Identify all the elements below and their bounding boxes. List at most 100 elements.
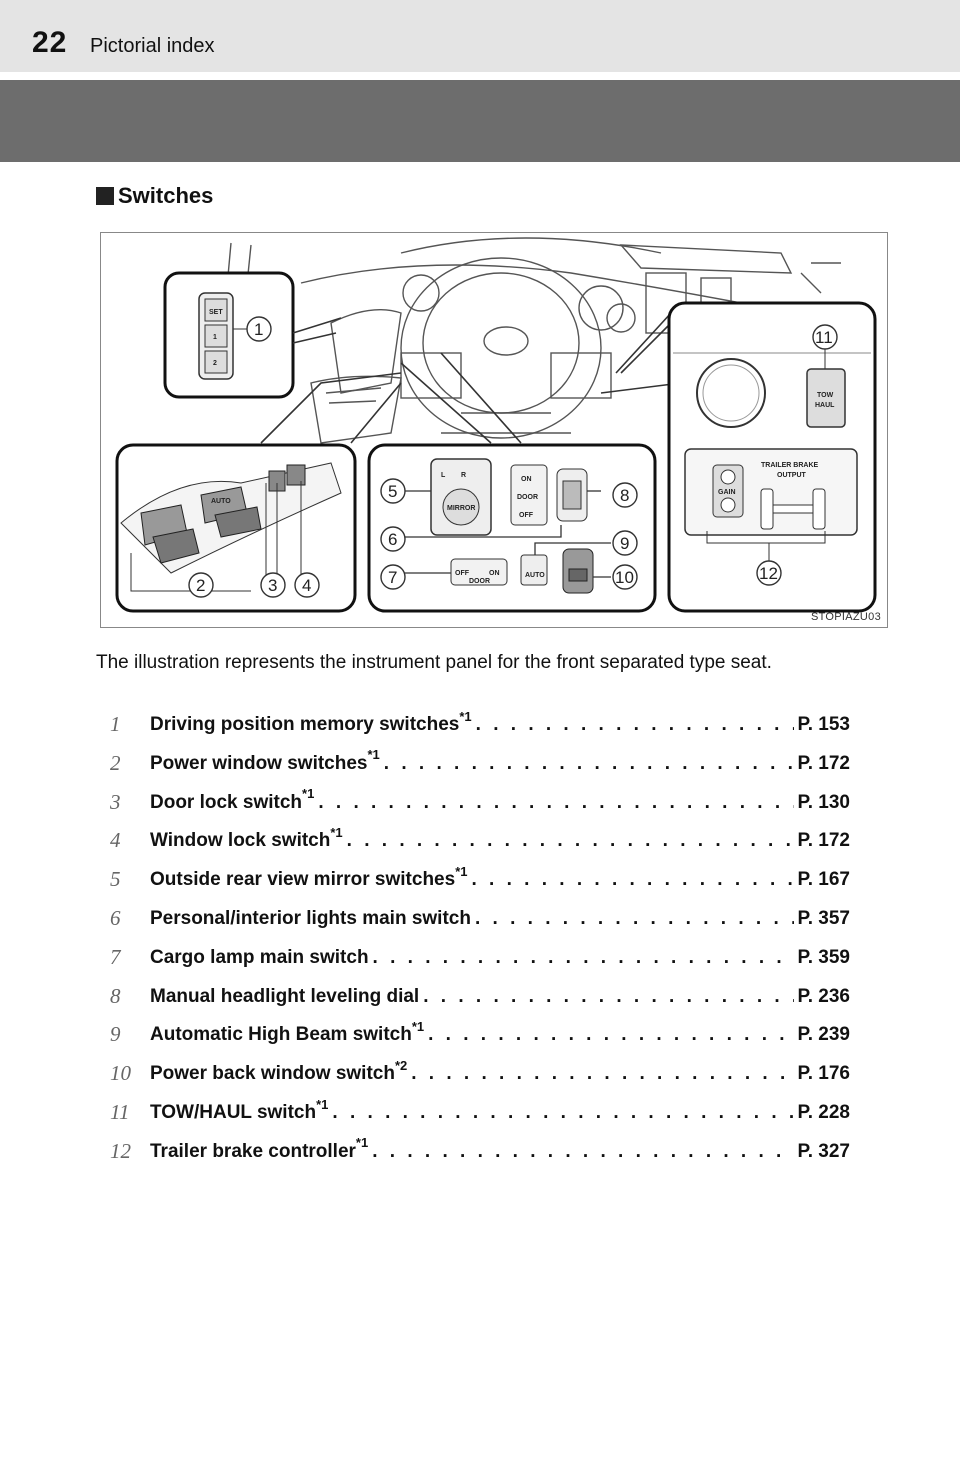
item-label-text: Door lock switch	[150, 791, 303, 813]
item-leader-dots: . . . . . . . . . . . . . . . . . . . . …	[474, 907, 794, 929]
item-number: 9	[110, 1022, 121, 1047]
item-footnote-ref: *1	[302, 786, 315, 802]
callout-12: 12	[759, 564, 778, 583]
item-footnote-ref: *1	[459, 708, 472, 724]
item-page-ref[interactable]: P. 357	[797, 907, 850, 929]
item-line: Door lock switch*1. . . . . . . . . . . …	[150, 787, 850, 814]
item-page-ref[interactable]: P. 153	[797, 714, 850, 735]
memory-1-label: 1	[213, 334, 217, 341]
item-leader-dots: . . . . . . . . . . . . . . . . . . . . …	[372, 946, 794, 968]
item-page-ref[interactable]: P. 172	[797, 752, 850, 774]
callout-11: 11	[815, 328, 833, 347]
item-page-ref[interactable]: P. 167	[797, 869, 850, 891]
callout-2: 2	[196, 576, 205, 595]
page-title: Pictorial index	[90, 35, 215, 57]
item-leader-dots: . . . . . . . . . . . . . . . . . . . . …	[318, 791, 793, 813]
trailer-panel: TOW HAUL 11 TRAILER BRAKE OUTPUT GAIN 12	[615, 301, 877, 613]
item-leader-dots: . . . . . . . . . . . . . . . . . . . . …	[383, 752, 794, 774]
item-page-ref[interactable]: P. 130	[797, 791, 850, 813]
item-line: Personal/interior lights main switch. . …	[150, 908, 850, 930]
trailer-brake-label: TRAILER BRAKE	[761, 462, 818, 469]
item-page-ref[interactable]: P. 176	[797, 1063, 850, 1085]
mirror-label: MIRROR	[447, 505, 475, 512]
item-number: 4	[110, 828, 121, 853]
tow-label: TOW	[817, 392, 834, 399]
item-page-ref[interactable]: P. 228	[797, 1101, 850, 1123]
auto-window-label: AUTO	[211, 498, 231, 505]
set-button-label: SET	[209, 309, 223, 316]
page-header: 22 Pictorial index	[0, 0, 960, 162]
cargo-door-label: DOOR	[469, 578, 490, 585]
list-item: 11 TOW/HAUL switch*1. . . . . . . . . . .…	[110, 1094, 850, 1133]
page-number: 22	[32, 26, 68, 59]
item-number: 5	[110, 867, 121, 892]
list-item: 7 Cargo lamp main switch. . . . . . . . .…	[110, 939, 850, 978]
item-label: TOW/HAUL switch*1	[150, 1098, 328, 1124]
item-page-ref[interactable]: P. 359	[797, 946, 850, 968]
item-footnote-ref: *1	[455, 863, 468, 879]
memory-switch-panel: SET 1 2 1	[163, 271, 342, 399]
list-item: 9 Automatic High Beam switch*1. . . . . .…	[110, 1016, 850, 1055]
item-line: TOW/HAUL switch*1. . . . . . . . . . . .…	[150, 1098, 850, 1124]
item-label-text: TOW/HAUL switch	[150, 1101, 317, 1123]
callout-1: 1	[254, 320, 263, 339]
callout-5: 5	[388, 482, 397, 501]
item-page-ref[interactable]: P. 239	[797, 1024, 850, 1046]
item-leader-dots: . . . . . . . . . . . . . . . . . . . . …	[475, 714, 794, 735]
item-footnote-ref: *1	[367, 747, 380, 763]
callout-8: 8	[620, 486, 629, 505]
item-footnote-ref: *1	[355, 1135, 369, 1151]
illustration-description: The illustration represents the instrume…	[96, 652, 772, 673]
item-footnote-ref: *1	[330, 825, 343, 841]
callout-3: 3	[268, 576, 277, 595]
list-item: 8 Manual headlight leveling dial. . . . .…	[110, 978, 850, 1017]
power-window-panel: AUTO 2 3 4	[115, 443, 357, 613]
item-label: Door lock switch*1	[150, 787, 314, 814]
item-leader-dots: . . . . . . . . . . . . . . . . . . . . …	[332, 1101, 793, 1123]
lower-switch-panel: L R MIRROR ON DOOR OFF OFF ON DOOR AUTO	[367, 443, 657, 613]
list-item: 12 Trailer brake controller*1. . . . . . …	[110, 1133, 850, 1172]
list-item: 2 Power window switches*1. . . . . . . . …	[110, 745, 850, 784]
item-line: Automatic High Beam switch*1. . . . . . …	[150, 1020, 850, 1046]
item-footnote-ref: *2	[394, 1057, 408, 1073]
item-label-text: Automatic High Beam switch	[150, 1024, 412, 1046]
callout-6: 6	[388, 530, 397, 549]
mirror-r-label: R	[461, 472, 466, 479]
item-page-ref[interactable]: P. 172	[797, 830, 850, 852]
item-page-ref[interactable]: P. 327	[797, 1140, 850, 1162]
item-number: 8	[110, 983, 121, 1008]
dashboard-drawing: SET 1 2 1 AUTO	[115, 237, 877, 613]
item-label: Manual headlight leveling dial	[150, 986, 419, 1008]
item-leader-dots: . . . . . . . . . . . . . . . . . . . . …	[423, 985, 793, 1007]
haul-label: HAUL	[815, 402, 835, 409]
item-number: 2	[110, 750, 121, 775]
item-label-text: Manual headlight leveling dial	[150, 985, 420, 1007]
header-top-bar	[0, 0, 960, 72]
item-number: 11	[110, 1099, 130, 1124]
item-line: Cargo lamp main switch. . . . . . . . . …	[150, 947, 850, 969]
item-label: Personal/interior lights main switch	[150, 908, 471, 930]
cargo-off-label: OFF	[455, 570, 470, 577]
section-title: Switches	[118, 183, 214, 208]
item-number: 7	[110, 944, 121, 969]
item-line: Power back window switch*2. . . . . . . …	[150, 1059, 850, 1085]
item-line: Driving position memory switches*1. . . …	[150, 710, 850, 736]
item-leader-dots: . . . . . . . . . . . . . . . . . . . . …	[372, 1140, 793, 1162]
item-number: 12	[110, 1138, 131, 1163]
item-label: Trailer brake controller*1	[150, 1136, 368, 1163]
figure-code: STOPIAZU03	[810, 611, 881, 623]
gain-label: GAIN	[718, 489, 736, 496]
light-off-label: OFF	[519, 512, 534, 519]
memory-2-label: 2	[213, 360, 217, 367]
item-label-text: Cargo lamp main switch	[150, 946, 369, 968]
item-line: Power window switches*1. . . . . . . . .…	[150, 748, 850, 775]
item-page-ref[interactable]: P. 236	[797, 985, 850, 1007]
callout-9: 9	[620, 534, 629, 553]
item-leader-dots: . . . . . . . . . . . . . . . . . . . . …	[411, 1063, 793, 1085]
item-label: Window lock switch*1	[150, 826, 343, 852]
light-on-label: ON	[521, 476, 532, 483]
item-line: Outside rear view mirror switches*1. . .…	[150, 865, 850, 891]
item-leader-dots: . . . . . . . . . . . . . . . . . . . . …	[428, 1024, 793, 1046]
